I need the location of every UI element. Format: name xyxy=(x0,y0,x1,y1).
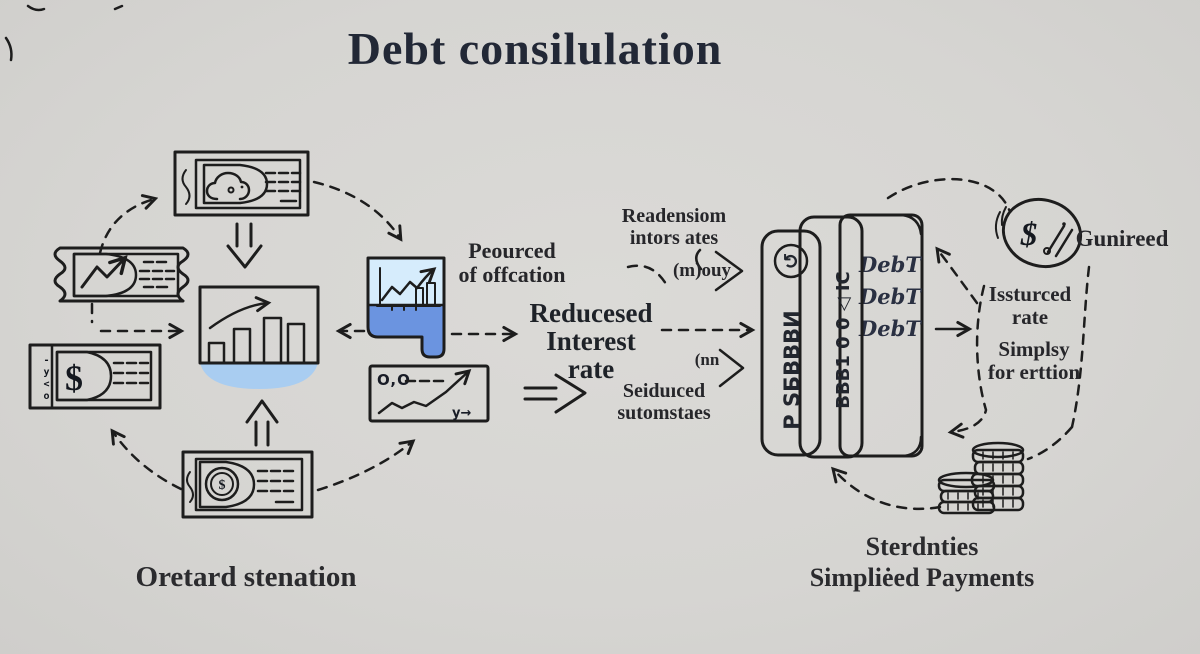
label-issturced: Issturced rate xyxy=(988,282,1072,330)
arrow-coin-to-linechart xyxy=(316,442,412,492)
label-readensiom-line2: intors ates xyxy=(629,227,719,249)
card-cloud xyxy=(173,150,310,217)
outline-arrows xyxy=(226,222,745,447)
label-reduced-line2: Interest xyxy=(546,325,636,356)
card-trend-ticket xyxy=(53,246,190,303)
banknote-strip-glyphs: -y<o xyxy=(41,355,52,403)
label-simply: Simplsy for erttion xyxy=(987,337,1081,385)
booklet-middle-panel xyxy=(798,215,864,459)
down-arrow-icon xyxy=(226,222,263,269)
line-chart-panel-icon: O,O y→ xyxy=(368,364,490,423)
label-readensiom-line1: Readensiom xyxy=(621,205,727,227)
label-seiduced: Seiduıced sutomstaes xyxy=(617,380,710,424)
hook-after-offcation xyxy=(626,264,668,286)
nn-arrow-icon xyxy=(718,348,745,388)
label-issturced-line1: Issturced xyxy=(988,282,1072,306)
page-curl-icon xyxy=(900,213,923,458)
cloud-icon xyxy=(205,171,251,201)
growth-arrow-icon xyxy=(208,303,267,330)
dashed-connectors xyxy=(90,177,1091,511)
booklet: DebT DebT DebT BBB1 0 0 ◁ IC ↺ P SБBBBИ xyxy=(760,213,924,459)
text-lines-icon xyxy=(112,361,150,385)
arc-inner-right xyxy=(952,284,988,432)
label-simply-line1: Simplsy xyxy=(998,337,1070,361)
label-seiduced-line2: sutomstaes xyxy=(617,402,711,424)
arrow-coin-to-dollar xyxy=(113,432,183,491)
mouy-arrow-icon xyxy=(695,248,744,292)
label-mouy: (m)ouy xyxy=(672,260,732,281)
label-gunireed: Gunireed xyxy=(1075,226,1169,251)
line-chart-icon xyxy=(380,280,419,302)
label-peourced: Peourced of offcation xyxy=(458,238,566,288)
ticket-notch-icon xyxy=(186,471,194,503)
undo-glyph: ↺ xyxy=(779,253,803,270)
undo-icon xyxy=(773,243,809,279)
arc-booklet-to-badge xyxy=(886,177,1012,214)
text-lines-icon xyxy=(264,171,302,203)
booklet-page xyxy=(838,213,924,458)
badge-dollar-icon: $ xyxy=(1020,217,1038,253)
chart-doc-icon xyxy=(366,256,446,359)
up-arrow-icon xyxy=(245,399,279,447)
motion-lines-icon xyxy=(994,206,1007,239)
up-arrow-icon xyxy=(415,270,433,290)
dollar-percent-badge: $ xyxy=(994,198,1083,268)
caption-right-line2: Simpliėed Payments xyxy=(809,562,1035,592)
caption-left: Oretard stenation xyxy=(135,561,357,593)
label-reduced-line3: rate xyxy=(567,353,615,384)
debt-line-1: DebT xyxy=(858,252,922,277)
booklet-spine-text: P SБBBBИ xyxy=(780,310,804,429)
bar-chart-icon xyxy=(198,285,320,389)
text-lines-icon xyxy=(256,469,295,504)
booklet-middle-text: BBB1 0 0 ◁ IC xyxy=(833,271,854,409)
booklet-spine xyxy=(760,229,822,457)
arrow-ticket-to-cloud xyxy=(98,199,154,255)
label-peourced-line1: Peourced xyxy=(468,238,556,263)
y-arrow-label: y→ xyxy=(452,406,471,421)
caption-right: Sterdnties Simpliėed Payments xyxy=(810,532,1035,593)
arc-to-coins xyxy=(1026,425,1074,461)
label-reduced-line1: Reducesed xyxy=(529,298,653,328)
coins-stack xyxy=(937,441,1025,515)
label-seiduced-line1: Seiduıced xyxy=(622,380,706,402)
debt-line-2: DebT xyxy=(858,284,922,309)
trend-arrow-icon xyxy=(80,259,124,289)
ticket-notch-icon xyxy=(181,169,191,205)
card-dollar: $ xyxy=(28,343,162,410)
axis-icon xyxy=(376,267,441,311)
arrow-to-booklet-corner xyxy=(938,250,979,305)
label-readensiom: Readensiom intors ates xyxy=(622,205,726,249)
coin-dollar-icon: $ xyxy=(219,478,226,493)
debt-line-3: DebT xyxy=(858,316,922,341)
label-issturced-line2: rate xyxy=(1011,305,1049,330)
arrow-cloud-to-chartdoc xyxy=(312,180,400,238)
coin-icon xyxy=(204,466,240,502)
arrow-coins-to-booklet xyxy=(834,470,942,511)
oo-label: O,O xyxy=(377,371,411,389)
dollar-sign-icon: $ xyxy=(65,358,83,398)
label-reduced-interest: Reducesed Interest rate xyxy=(529,298,653,384)
label-peourced-line2: of offcation xyxy=(458,262,566,288)
caption-right-line1: Sterdnties xyxy=(865,532,979,561)
zigzag-arrow-icon xyxy=(377,372,468,415)
card-coin: $ xyxy=(181,450,314,519)
label-simply-line2: for erttion xyxy=(987,360,1081,385)
page-title: Debt consilulation xyxy=(347,23,723,74)
corner-marks xyxy=(4,4,124,62)
arc-outer-right xyxy=(1070,265,1091,429)
big-right-arrow-icon xyxy=(523,373,587,414)
label-nn: (nn xyxy=(694,350,720,369)
percent-icon xyxy=(1046,224,1074,258)
text-lines-icon xyxy=(138,260,176,289)
